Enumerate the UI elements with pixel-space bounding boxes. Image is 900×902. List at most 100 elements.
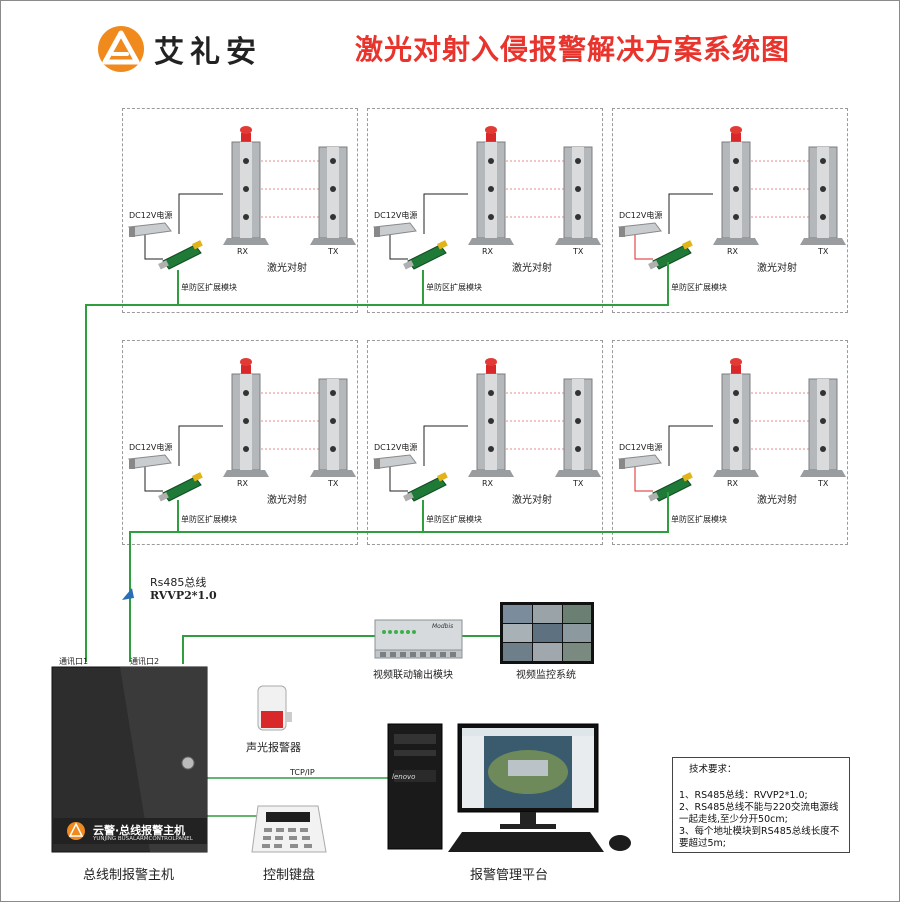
zone-graphics [373, 126, 601, 270]
pc-brand: lenovo [392, 773, 416, 781]
tx-label: TX [573, 479, 584, 488]
platform-label: 报警管理平台 [470, 868, 549, 883]
psu-icon [128, 454, 172, 469]
bus-cable-label: RVVP2*1.0 [150, 589, 217, 602]
bus-name-label: Rs485总线 [150, 576, 207, 589]
expansion-module-icon [403, 240, 448, 270]
psu-label: DC12V电源 [129, 443, 173, 452]
logo-icon [98, 26, 144, 72]
tech-requirements: 技术要求： 1、RS485总线：RVVP2*1.0; 2、RS485总线不能与2… [672, 757, 850, 853]
keypad-label: 控制键盘 [263, 868, 316, 883]
tech-item-2: 2、RS485总线不能与220交流电源线一起走线,至少分开50cm; [679, 802, 839, 825]
zone-top-3: DC12V电源 RX TX 激光对射 单防区扩展模块 [612, 108, 848, 313]
rx-detector-icon [713, 358, 759, 477]
zone-graphics [373, 358, 601, 502]
mouse-icon [609, 835, 631, 851]
video-wall-icon [500, 602, 594, 664]
siren-icon [257, 685, 292, 731]
rx-detector-icon [468, 126, 514, 245]
tx-label: TX [818, 247, 829, 256]
psu-label: DC12V电源 [619, 211, 663, 220]
monitor-icon [457, 723, 599, 829]
tx-detector-icon [310, 378, 356, 477]
pc-tower-icon [387, 723, 443, 850]
zone-graphics [618, 358, 846, 502]
tx-detector-icon [800, 146, 846, 245]
port2-label: 通讯口2 [130, 657, 160, 666]
rx-label: RX [482, 479, 494, 488]
video-module-label: 视频联动输出模块 [373, 670, 453, 681]
module-label: 单防区扩展模块 [426, 515, 482, 524]
rx-label: RX [482, 247, 494, 256]
diagram-title: 激光对射入侵报警解决方案系统图 [355, 33, 791, 66]
video-output-module-icon [374, 619, 463, 659]
zone-graphics [128, 126, 356, 270]
laser-name-label: 激光对射 [512, 263, 552, 274]
laser-name-label: 激光对射 [512, 495, 552, 506]
module-label: 单防区扩展模块 [181, 515, 237, 524]
expansion-module-icon [158, 240, 203, 270]
host-links [207, 777, 388, 817]
zone-bottom-3: DC12V电源 RX TX 激光对射 单防区扩展模块 [612, 340, 848, 545]
tx-label: TX [328, 479, 339, 488]
tech-heading: 技术要求： [689, 764, 737, 775]
tcpip-label: TCP/IP [290, 768, 315, 777]
laser-name-label: 激光对射 [757, 495, 797, 506]
psu-label: DC12V电源 [129, 211, 173, 220]
psu-icon [373, 222, 417, 237]
zone-graphics [618, 126, 846, 270]
zone-bottom-1: DC12V电源 RX TX 激光对射 单防区扩展模块 [122, 340, 358, 545]
tx-label: TX [818, 479, 829, 488]
lock-icon [181, 756, 195, 770]
tech-item-3: 3、每个地址模块到RS485总线长度不要超过5m; [679, 826, 840, 849]
rx-detector-icon [223, 126, 269, 245]
rx-label: RX [237, 247, 249, 256]
laser-name-label: 激光对射 [267, 495, 307, 506]
zone-top-1: DC12V电源 RX TX 激光对射 单防区扩展模块 [122, 108, 358, 313]
brand-logo: 艾礼安 [96, 24, 262, 74]
siren-label: 声光报警器 [246, 741, 301, 754]
expansion-module-icon [648, 240, 693, 270]
rx-label: RX [727, 247, 739, 256]
keypad-icon [251, 805, 327, 853]
module-label: 单防区扩展模块 [181, 283, 237, 292]
tx-detector-icon [555, 378, 601, 477]
host-panel-brand: 云警·总线报警主机 [93, 824, 186, 837]
video-module-brand: Modbis [432, 623, 454, 630]
psu-label: DC12V电源 [374, 443, 418, 452]
tx-label: TX [328, 247, 339, 256]
rx-detector-icon [223, 358, 269, 477]
host-label: 总线制报警主机 [83, 868, 175, 883]
video-system-label: 视频监控系统 [516, 670, 576, 681]
rx-label: RX [727, 479, 739, 488]
expansion-module-icon [158, 472, 203, 502]
psu-label: DC12V电源 [619, 443, 663, 452]
rx-detector-icon [713, 126, 759, 245]
module-label: 单防区扩展模块 [426, 283, 482, 292]
host-panel-sub: YUNJING BUSALARMCONTROLPANEL [93, 836, 193, 842]
zone-graphics [128, 358, 356, 502]
module-label: 单防区扩展模块 [671, 515, 727, 524]
alarm-host [51, 666, 208, 853]
module-label: 单防区扩展模块 [671, 283, 727, 292]
keyboard-icon [448, 832, 604, 852]
psu-icon [373, 454, 417, 469]
rx-detector-icon [468, 358, 514, 477]
tx-detector-icon [800, 378, 846, 477]
expansion-module-icon [403, 472, 448, 502]
zone-top-2: DC12V电源 RX TX 激光对射 单防区扩展模块 [367, 108, 603, 313]
psu-label: DC12V电源 [374, 211, 418, 220]
laser-name-label: 激光对射 [267, 263, 307, 274]
tx-detector-icon [555, 146, 601, 245]
brand-name: 艾礼安 [154, 35, 262, 70]
zone-bottom-2: DC12V电源 RX TX 激光对射 单防区扩展模块 [367, 340, 603, 545]
psu-icon [128, 222, 172, 237]
tx-label: TX [573, 247, 584, 256]
expansion-module-icon [648, 472, 693, 502]
port1-label: 通讯口1 [59, 657, 89, 666]
laser-name-label: 激光对射 [757, 263, 797, 274]
rx-label: RX [237, 479, 249, 488]
psu-icon [618, 454, 662, 469]
bus-arrow-icon [122, 588, 134, 600]
